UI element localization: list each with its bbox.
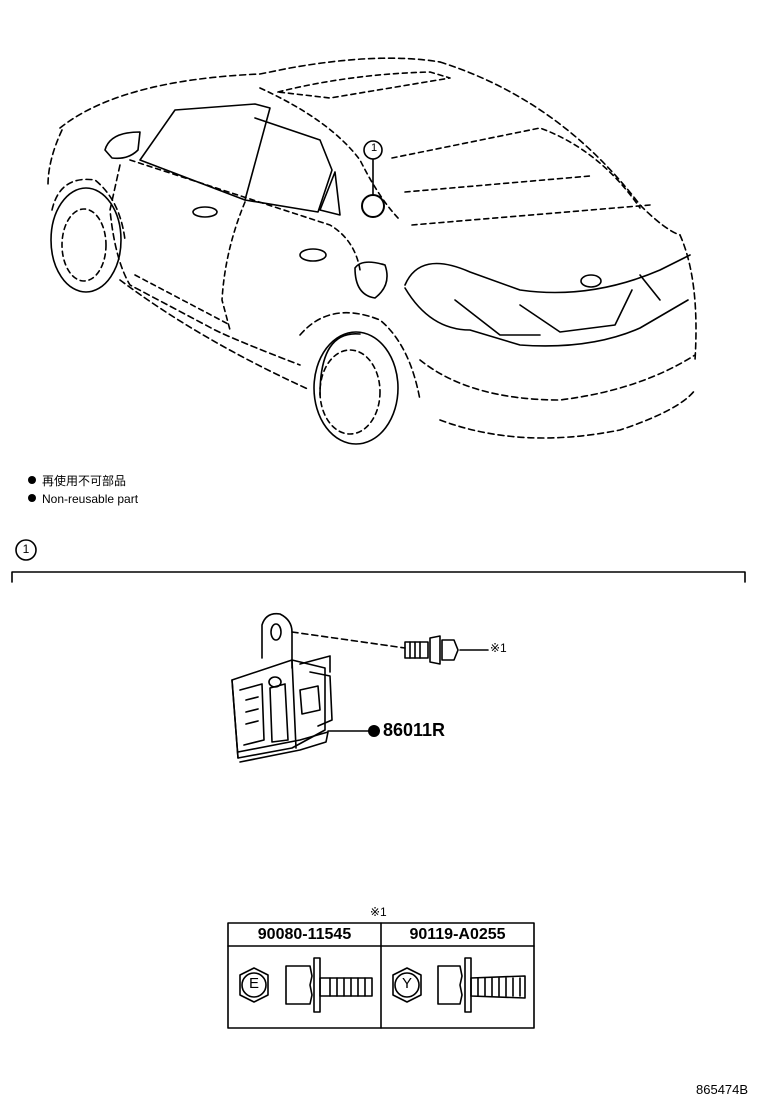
table-reference: ※1 [370,905,387,919]
fastener-table [227,922,535,1029]
section-bracket [11,539,746,583]
car-illustration [47,57,697,445]
illustration-code: 865474B [696,1082,749,1097]
legend-item-ja: 再使用不可部品 [28,472,138,490]
bullet-icon [28,476,36,484]
relay-part-illustration [231,612,489,763]
non-reusable-dot [368,725,380,737]
head-mark-left: E [248,975,259,992]
car-callout-number: 1 [370,142,378,154]
legend-item-en: Non-reusable part [28,490,138,508]
main-part-number: 86011R [383,720,446,740]
bullet-icon [28,494,36,502]
legend: 再使用不可部品 Non-reusable part [28,472,138,508]
bolt-reference: ※1 [490,641,507,655]
head-mark-right: Y [401,975,412,992]
fastener-part-no-left: 90080-11545 [257,926,352,943]
fastener-part-no-right: 90119-A0255 [409,926,506,943]
section-number: 1 [22,542,30,556]
